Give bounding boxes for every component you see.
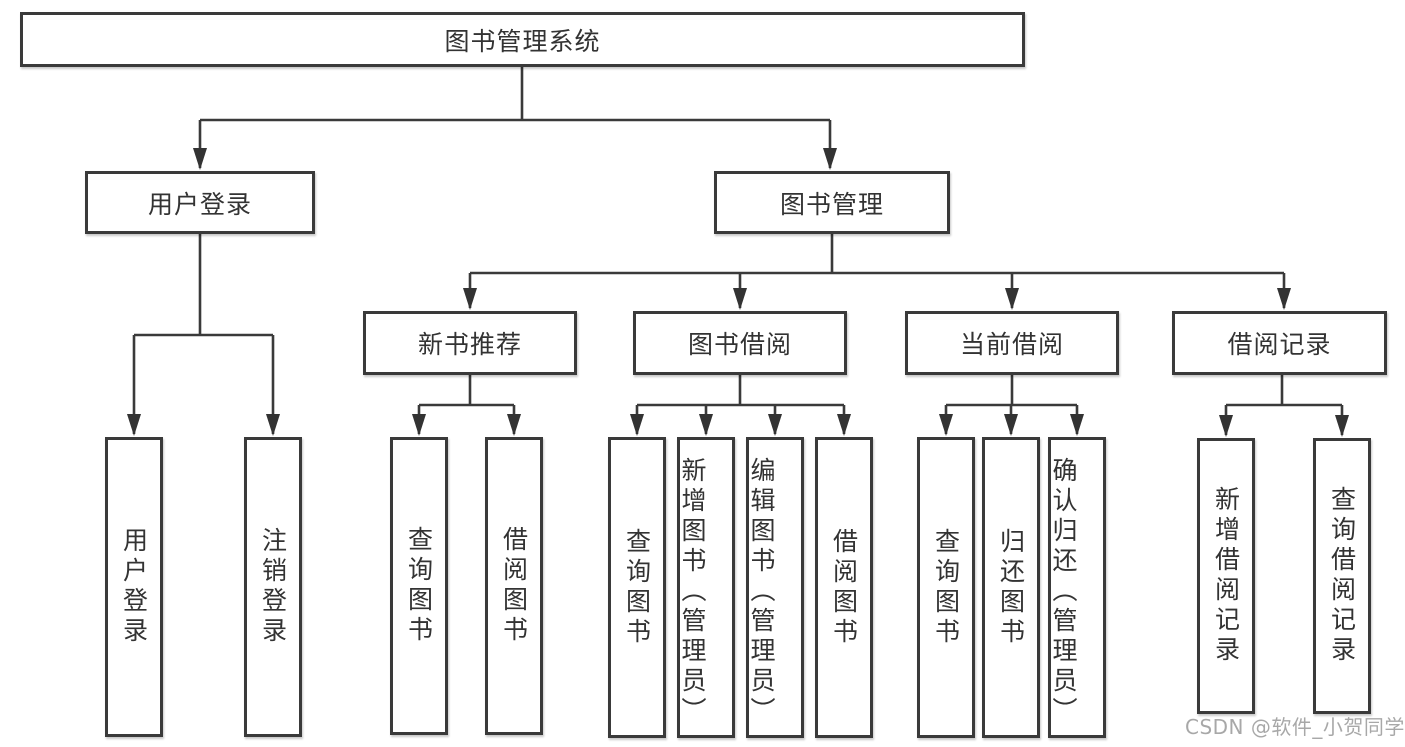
leaf-user-login: 用户登录 [105, 437, 163, 737]
node-label: 查询图书 [404, 526, 434, 646]
node-label: 用户登录 [119, 527, 149, 647]
node-label: 编辑图书（管理员） [747, 456, 776, 727]
node-book-borrowing: 图书借阅 [633, 311, 847, 375]
node-label: 借阅记录 [1227, 330, 1332, 359]
leaf-confirm-return-admin: 确认归还（管理员） [1048, 437, 1106, 738]
node-label: 确认归还（管理员） [1049, 456, 1078, 727]
node-label: 归还图书 [996, 527, 1026, 648]
leaf-borrow-books: 借阅图书 [815, 437, 873, 738]
node-current-borrowing: 当前借阅 [905, 311, 1119, 375]
node-label: 借阅图书 [499, 526, 529, 646]
leaf-add-books-admin: 新增图书（管理员） [677, 437, 735, 738]
arrowheads [127, 148, 1349, 437]
leaf-add-borrow-record: 新增借阅记录 [1197, 438, 1255, 714]
leaf-logout: 注销登录 [244, 437, 302, 737]
node-label: 当前借阅 [959, 330, 1064, 359]
node-label: 查询借阅记录 [1327, 486, 1357, 666]
node-label: 查询图书 [622, 527, 652, 648]
node-user-login: 用户登录 [85, 171, 315, 234]
node-book-management: 图书管理 [714, 171, 950, 234]
leaf-edit-books-admin: 编辑图书（管理员） [746, 437, 804, 738]
node-label: 图书管理 [779, 189, 884, 219]
node-label: 图书管理系统 [444, 26, 601, 56]
node-label: 借阅图书 [829, 527, 859, 648]
node-new-book-recommend: 新书推荐 [363, 311, 577, 375]
node-label: 图书借阅 [687, 330, 792, 359]
node-label: 新增图书（管理员） [678, 456, 707, 727]
leaf-query-books-borrowing: 查询图书 [608, 437, 666, 738]
leaf-borrow-books-recommend: 借阅图书 [485, 437, 543, 735]
node-label: 查询图书 [931, 527, 961, 648]
leaf-query-books-current: 查询图书 [917, 437, 975, 738]
leaf-query-borrow-record: 查询借阅记录 [1313, 438, 1371, 714]
csdn-watermark: CSDN @软件_小贺同学 [1185, 715, 1405, 739]
node-borrowing-records: 借阅记录 [1172, 311, 1387, 375]
leaf-query-books-recommend: 查询图书 [390, 437, 448, 735]
node-library-management-system: 图书管理系统 [20, 12, 1025, 67]
node-label: 用户登录 [147, 189, 252, 219]
node-label: 注销登录 [258, 527, 288, 647]
node-label: 新书推荐 [417, 330, 522, 359]
node-label: 新增借阅记录 [1211, 486, 1241, 666]
leaf-return-books: 归还图书 [982, 437, 1040, 738]
